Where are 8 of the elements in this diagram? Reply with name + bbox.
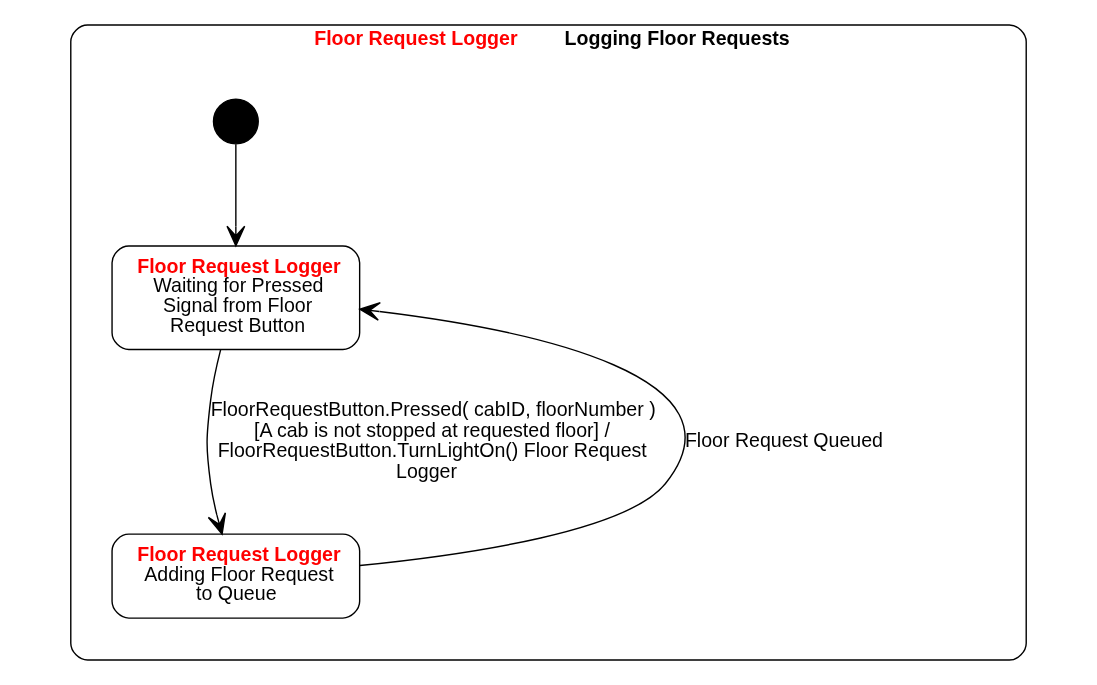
edge-label: FloorRequestButton.Pressed( cabID, floorNumber ) [A cab is not stopped at requested floor] / FloorRequestButton.TurnLightOn() Floor Request Logger <box>210 397 656 483</box>
arrow <box>359 302 686 567</box>
arrow <box>206 349 227 535</box>
edge-label: Floor Request Queued <box>684 429 883 451</box>
node-circle <box>212 98 259 145</box>
node-box: Floor Request Logger Adding Floor Request to Queue <box>111 533 361 619</box>
node-box: Floor Request Logger Waiting for Pressed Signal from Floor Request Button <box>111 245 361 351</box>
arrow <box>226 143 246 247</box>
